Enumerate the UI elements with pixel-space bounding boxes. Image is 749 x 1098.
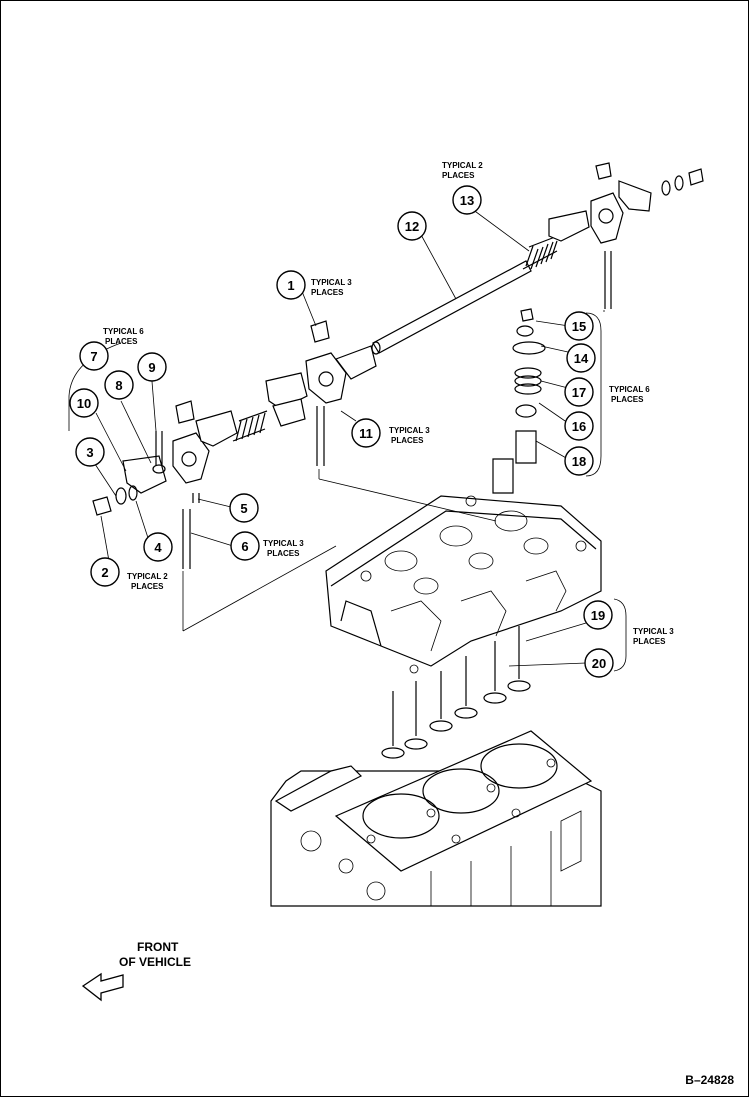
svg-text:PLACES: PLACES [611,395,644,404]
svg-text:TYPICAL 3: TYPICAL 3 [633,627,674,636]
svg-text:16: 16 [572,419,586,434]
callout-19: 19 [583,600,613,630]
callout-16: 16 [564,411,594,441]
callout-4: 4 [143,532,173,562]
rocker-assembly-left [92,398,306,569]
svg-text:15: 15 [572,319,586,334]
svg-text:PLACES: PLACES [391,436,424,445]
callout-17: 17 [564,377,594,407]
svg-text:9: 9 [148,360,155,375]
callout-15: 15 [564,311,594,341]
svg-text:20: 20 [592,656,606,671]
callout-3: 3 [75,437,105,467]
note-typical3-item1: TYPICAL 3 PLACES [311,278,352,297]
callout-11: 11 [351,418,381,448]
svg-text:1: 1 [287,278,294,293]
callout-1: 1 [276,270,306,300]
callout-18: 18 [564,446,594,476]
callout-9: 9 [137,352,167,382]
callout-2: 2 [90,557,120,587]
callout-5: 5 [229,493,259,523]
svg-text:8: 8 [115,378,122,393]
svg-text:12: 12 [405,219,419,234]
svg-text:18: 18 [572,454,586,469]
svg-text:PLACES: PLACES [633,637,666,646]
svg-text:19: 19 [591,608,605,623]
rocker-assembly-right [548,162,704,309]
svg-text:PLACES: PLACES [131,582,164,591]
svg-text:TYPICAL 6: TYPICAL 6 [609,385,650,394]
svg-text:PLACES: PLACES [267,549,300,558]
svg-text:TYPICAL 2: TYPICAL 2 [442,161,483,170]
svg-text:TYPICAL 6: TYPICAL 6 [103,327,144,336]
svg-text:PLACES: PLACES [442,171,475,180]
front-of-vehicle-label: FRONT OF VEHICLE [119,940,191,969]
svg-text:10: 10 [77,396,91,411]
callout-12: 12 [397,211,427,241]
svg-text:5: 5 [240,501,247,516]
svg-text:3: 3 [86,445,93,460]
note-typical3-valves: TYPICAL 3 PLACES [633,627,674,646]
svg-text:4: 4 [154,540,162,555]
brackets [68,312,627,672]
svg-text:7: 7 [90,349,97,364]
svg-text:TYPICAL 2: TYPICAL 2 [127,572,168,581]
note-typical6-item7: TYPICAL 6 PLACES [103,327,144,346]
svg-text:2: 2 [101,565,108,580]
note-typical2-item2: TYPICAL 2 PLACES [127,572,168,591]
svg-text:TYPICAL 3: TYPICAL 3 [389,426,430,435]
svg-text:17: 17 [572,385,586,400]
note-typical3-item6: TYPICAL 3 PLACES [263,539,304,558]
valves [381,622,587,759]
engine-block [270,730,602,907]
valve-spring-stack [492,308,546,494]
front-direction-arrow-icon [81,972,124,1002]
svg-text:OF VEHICLE: OF VEHICLE [119,955,191,969]
callout-8: 8 [104,370,134,400]
callout-20: 20 [584,648,614,678]
svg-text:6: 6 [241,539,248,554]
callout-7: 7 [79,341,109,371]
callout-13: 13 [452,185,482,215]
svg-text:11: 11 [359,426,373,441]
shaft-spring [522,236,558,270]
note-typical2-top: TYPICAL 2 PLACES [442,161,483,180]
callout-14: 14 [566,343,596,373]
svg-text:FRONT: FRONT [137,940,179,954]
note-typical6-right: TYPICAL 6 PLACES [609,385,650,404]
callout-10: 10 [69,388,99,418]
svg-text:PLACES: PLACES [105,337,138,346]
svg-text:TYPICAL 3: TYPICAL 3 [311,278,352,287]
svg-text:PLACES: PLACES [311,288,344,297]
rocker-shaft [371,260,532,355]
svg-text:TYPICAL 3: TYPICAL 3 [263,539,304,548]
callout-6: 6 [230,531,260,561]
cylinder-head [325,495,602,674]
svg-text:13: 13 [460,193,474,208]
svg-text:14: 14 [574,351,589,366]
note-typical3-item11: TYPICAL 3 PLACES [389,426,430,445]
figure-reference: B–24828 [685,1073,734,1087]
